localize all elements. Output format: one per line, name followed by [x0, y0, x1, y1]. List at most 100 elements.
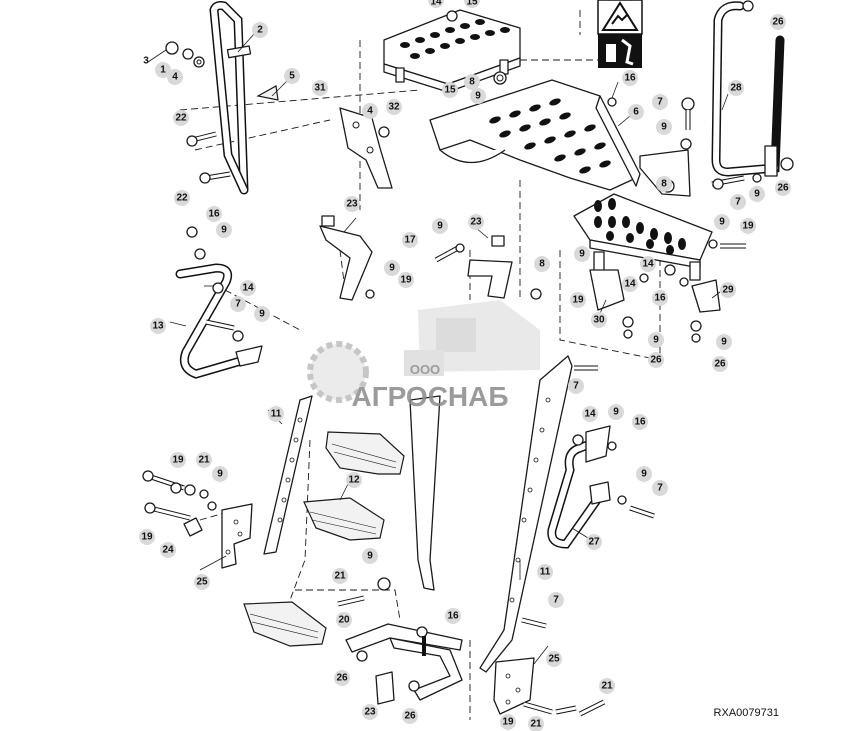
callout: 26: [775, 180, 791, 196]
svg-text:14: 14: [624, 279, 636, 290]
callout: 9: [574, 246, 590, 262]
callout: 19: [139, 529, 155, 545]
svg-text:9: 9: [653, 335, 659, 346]
svg-text:9: 9: [613, 407, 619, 418]
callout: 6: [628, 104, 644, 120]
svg-text:1: 1: [160, 65, 166, 76]
svg-text:23: 23: [364, 707, 376, 718]
svg-text:22: 22: [175, 113, 187, 124]
mount-bracket-25-right: [493, 657, 535, 715]
callout: 31: [312, 80, 328, 96]
callout: 9: [216, 222, 232, 238]
callout: 13: [150, 318, 166, 334]
callout: 32: [386, 99, 402, 115]
callout: 22: [174, 190, 190, 206]
watermark-line1: ООО: [410, 362, 440, 377]
callout: 9: [749, 186, 765, 202]
callout: 9: [362, 548, 378, 564]
svg-text:16: 16: [634, 417, 646, 428]
svg-text:21: 21: [334, 571, 346, 582]
svg-text:26: 26: [772, 17, 784, 28]
callout: 7: [230, 296, 246, 312]
callout: 26: [648, 352, 664, 368]
svg-text:17: 17: [404, 235, 416, 246]
svg-text:23: 23: [470, 217, 482, 228]
bracket-8-right: [639, 149, 691, 197]
callout: 23: [362, 704, 378, 720]
warning-decals: [597, 0, 643, 68]
svg-text:7: 7: [657, 483, 663, 494]
screw-5: [256, 85, 279, 101]
svg-text:7: 7: [573, 381, 579, 392]
bracket-29: [691, 279, 721, 313]
callout: 29: [720, 282, 736, 298]
callout: 28: [728, 80, 744, 96]
svg-text:11: 11: [271, 409, 282, 420]
callout: 23: [468, 214, 484, 230]
bracket-30: [589, 269, 625, 311]
callout: 16: [652, 290, 668, 306]
callout: 15: [442, 82, 458, 98]
svg-text:4: 4: [367, 106, 373, 117]
svg-text:2: 2: [257, 25, 263, 36]
callout: 9: [714, 214, 730, 230]
svg-text:7: 7: [235, 299, 241, 310]
figure-reference-code: RXA0079731: [713, 707, 779, 719]
svg-text:19: 19: [172, 455, 184, 466]
callout-bubbles: 1 2 3 4 4 5 6 7 7 7 7 7 7 8 8 8 9 9 9 9 …: [139, 0, 791, 731]
svg-text:19: 19: [502, 717, 514, 728]
callout: 9: [384, 260, 400, 276]
callout: 8: [534, 256, 550, 272]
svg-text:9: 9: [259, 309, 265, 320]
callout: 14: [428, 0, 444, 8]
callout: 26: [334, 670, 350, 686]
svg-text:24: 24: [162, 545, 174, 556]
right-upper-handrail-28: [711, 0, 794, 190]
callout: 16: [206, 206, 222, 222]
svg-text:14: 14: [430, 0, 442, 8]
callout: 16: [632, 414, 648, 430]
svg-text:25: 25: [196, 577, 208, 588]
svg-text:14: 14: [584, 409, 596, 420]
callout: 7: [730, 194, 746, 210]
callout: 3: [143, 56, 149, 67]
callout: 2: [252, 22, 268, 38]
right-lower-handrail-27: [547, 425, 611, 549]
bolt-7-top-right: [607, 97, 695, 150]
callout: 14: [240, 280, 256, 296]
callout: 4: [362, 103, 378, 119]
svg-text:29: 29: [722, 285, 734, 296]
svg-text:3: 3: [143, 56, 149, 67]
callout: 19: [398, 272, 414, 288]
svg-text:9: 9: [389, 263, 395, 274]
callout: 26: [770, 14, 786, 30]
main-platform-6: [429, 79, 641, 191]
svg-text:16: 16: [208, 209, 220, 220]
callout: 19: [170, 452, 186, 468]
svg-text:9: 9: [367, 551, 373, 562]
svg-text:5: 5: [289, 71, 295, 82]
callout: 4: [167, 69, 183, 85]
callout: 21: [599, 678, 615, 694]
svg-text:7: 7: [553, 595, 559, 606]
svg-text:9: 9: [661, 122, 667, 133]
svg-text:9: 9: [754, 189, 760, 200]
svg-text:19: 19: [400, 275, 412, 286]
hardware-set-1-3-4: [165, 41, 205, 68]
callout: 30: [591, 312, 607, 328]
svg-text:9: 9: [719, 217, 725, 228]
callout: 16: [622, 70, 638, 86]
left-lower-handrail-13: [175, 263, 263, 379]
svg-text:19: 19: [742, 221, 754, 232]
callout: 16: [445, 608, 461, 624]
left-upper-handrail: [209, 1, 252, 195]
svg-text:19: 19: [141, 532, 153, 543]
callout: 14: [582, 406, 598, 422]
callout: 21: [528, 716, 544, 731]
callout: 9: [432, 218, 448, 234]
svg-text:23: 23: [346, 199, 358, 210]
callout: 9: [608, 404, 624, 420]
svg-text:19: 19: [572, 295, 584, 306]
callout: 15: [464, 0, 480, 8]
